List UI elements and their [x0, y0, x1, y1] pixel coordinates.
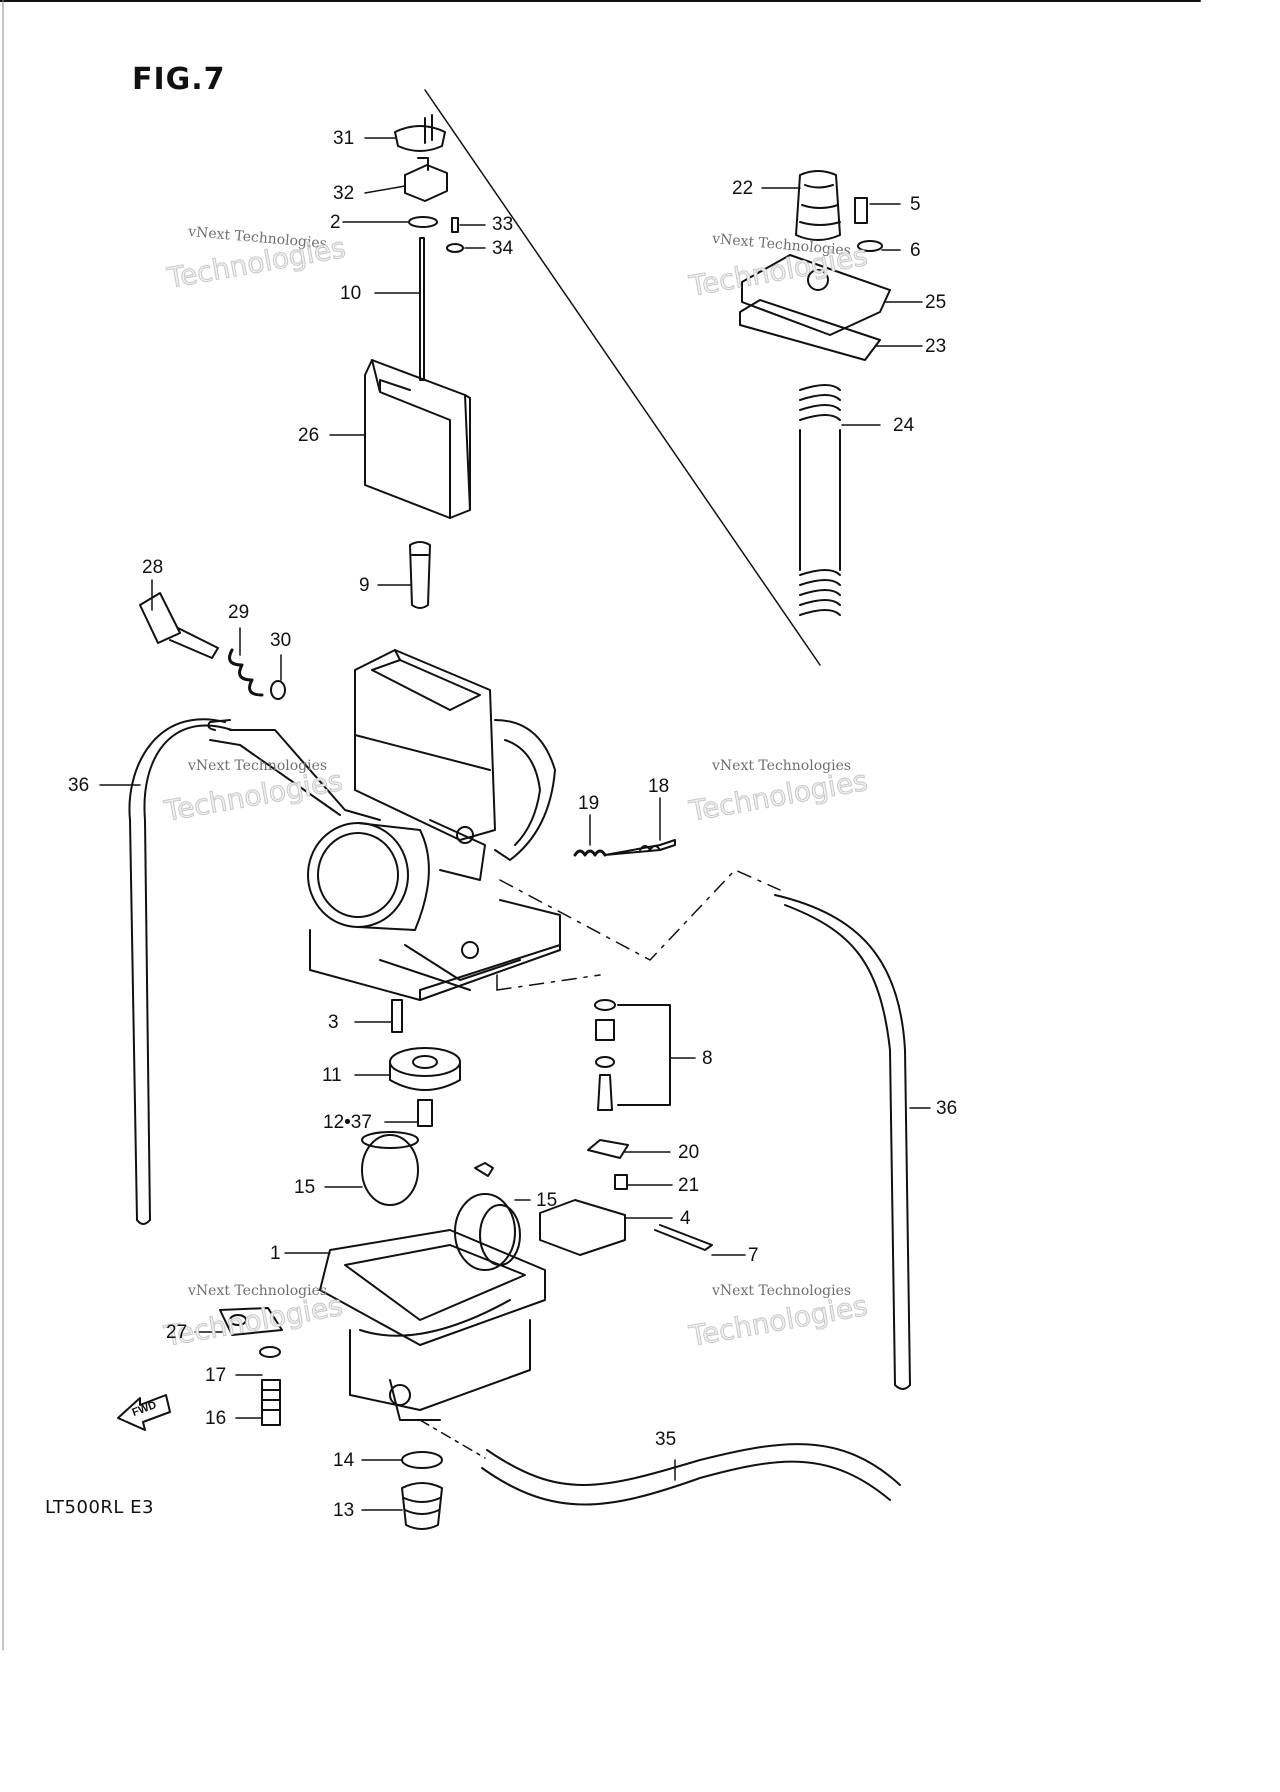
callout-9: 9: [359, 575, 370, 596]
carburetor-body: [207, 649, 561, 1001]
callout-32: 32: [333, 183, 355, 204]
callout-26: 26: [298, 425, 320, 446]
part-15-float-right: [454, 1193, 521, 1271]
callout-13: 13: [333, 1500, 355, 1521]
callout-6: 6: [910, 240, 921, 261]
callout-23: 23: [925, 336, 947, 357]
callout-35: 35: [655, 1429, 677, 1450]
fwd-arrow-shape: [117, 1394, 171, 1431]
callout-36-right: 36: [936, 1098, 958, 1119]
callout-16: 16: [205, 1408, 227, 1429]
callout-27: 27: [166, 1322, 188, 1343]
callout-15-right: 15: [536, 1190, 558, 1211]
callout-18: 18: [648, 776, 670, 797]
callout-31: 31: [333, 128, 355, 149]
callout-3: 3: [328, 1012, 339, 1033]
callout-14: 14: [333, 1450, 355, 1471]
callout-24: 24: [893, 415, 915, 436]
callout-33: 33: [492, 214, 514, 235]
callout-10: 10: [340, 283, 362, 304]
part-25-cover: [741, 254, 891, 336]
part-15-float-left: [361, 1131, 419, 1206]
part-28-screw: [139, 592, 219, 659]
callout-29: 29: [228, 602, 250, 623]
callout-15-left: 15: [294, 1177, 316, 1198]
callout-28: 28: [142, 557, 164, 578]
callout-22: 22: [732, 178, 754, 199]
callout-4: 4: [680, 1208, 691, 1229]
callout-11: 11: [322, 1065, 342, 1086]
callout-21: 21: [678, 1175, 700, 1196]
callout-25: 25: [925, 292, 947, 313]
part-1-float-bowl: [319, 1229, 546, 1421]
watermark-text: vNext Technologies: [712, 1283, 852, 1299]
watermark-text: vNext Technologies: [188, 1283, 328, 1299]
part-32-holder: [404, 157, 448, 202]
figure-title: FIG.7: [132, 62, 226, 97]
part-31-cap: [394, 114, 446, 152]
callout-30: 30: [270, 630, 292, 651]
callout-1: 1: [270, 1243, 281, 1264]
callout-20: 20: [678, 1142, 700, 1163]
callout-5: 5: [910, 194, 921, 215]
model-code: LT500RL E3: [45, 1497, 154, 1518]
callout-19: 19: [578, 793, 600, 814]
watermark-text: vNext Technologies: [712, 758, 852, 774]
callout-8: 8: [702, 1048, 713, 1069]
callout-12-37: 12•37: [323, 1112, 372, 1133]
callout-17: 17: [205, 1365, 227, 1386]
part-22-plunger: [795, 170, 841, 241]
callout-34: 34: [492, 238, 514, 259]
part-11-holder: [389, 1047, 461, 1091]
watermark-text: vNext Technologies: [188, 758, 328, 774]
part-24-spring-tube: [799, 384, 841, 616]
part-26-slide: [364, 359, 471, 519]
callout-36-left: 36: [68, 775, 90, 796]
callout-7: 7: [748, 1245, 759, 1266]
part-23-gasket: [739, 299, 881, 361]
callout-2: 2: [330, 212, 341, 233]
